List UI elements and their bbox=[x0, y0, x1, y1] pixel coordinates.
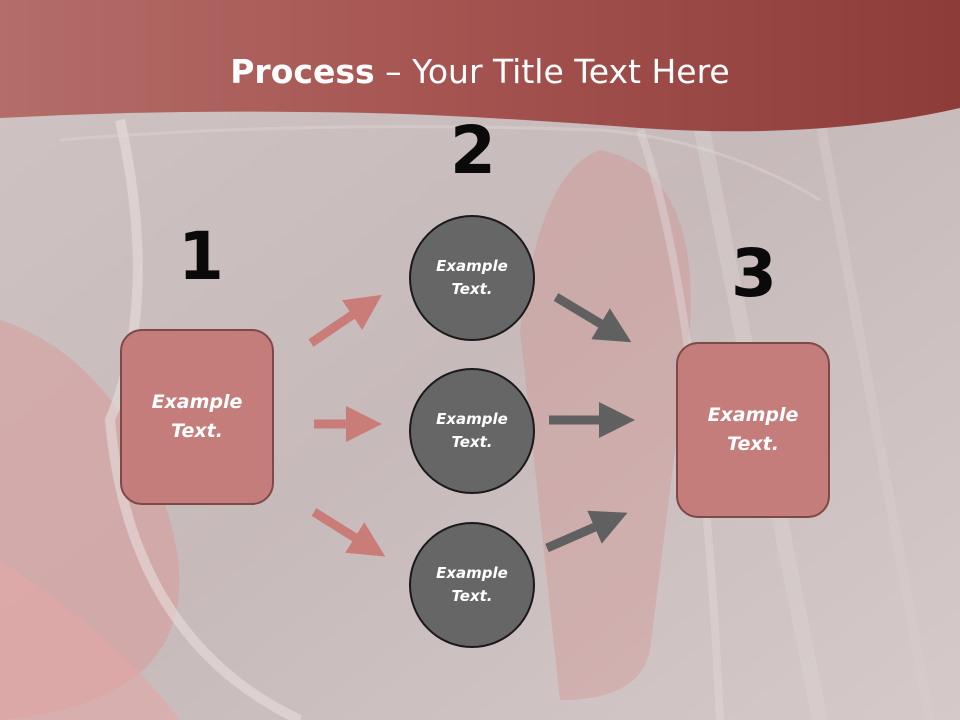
circle-middle-line2: Text. bbox=[451, 433, 493, 451]
circle-bottom-line2: Text. bbox=[451, 587, 493, 605]
circle-top-line2: Text. bbox=[451, 280, 493, 298]
step-2-circle-middle: Example Text. bbox=[409, 368, 535, 494]
step-1-text-line1: Example bbox=[151, 391, 243, 413]
step-3-text-line1: Example bbox=[707, 404, 799, 426]
step-3-text-line2: Text. bbox=[727, 433, 779, 455]
title-rest: – Your Title Text Here bbox=[374, 52, 730, 91]
title-bold: Process bbox=[230, 52, 375, 91]
step-2-circle-bottom: Example Text. bbox=[409, 522, 535, 648]
circle-bottom-line1: Example bbox=[436, 564, 508, 582]
header-band bbox=[0, 0, 960, 132]
circle-top-line1: Example bbox=[436, 257, 508, 275]
step-number-1: 1 bbox=[178, 218, 224, 295]
circle-middle-line1: Example bbox=[436, 410, 508, 428]
step-1-box: Example Text. bbox=[120, 329, 274, 505]
step-3-box: Example Text. bbox=[676, 342, 830, 518]
step-number-3: 3 bbox=[731, 235, 777, 312]
step-number-2: 2 bbox=[450, 112, 496, 189]
step-2-circle-top: Example Text. bbox=[409, 215, 535, 341]
step-1-text-line2: Text. bbox=[171, 420, 223, 442]
slide-title: Process – Your Title Text Here bbox=[0, 52, 960, 91]
